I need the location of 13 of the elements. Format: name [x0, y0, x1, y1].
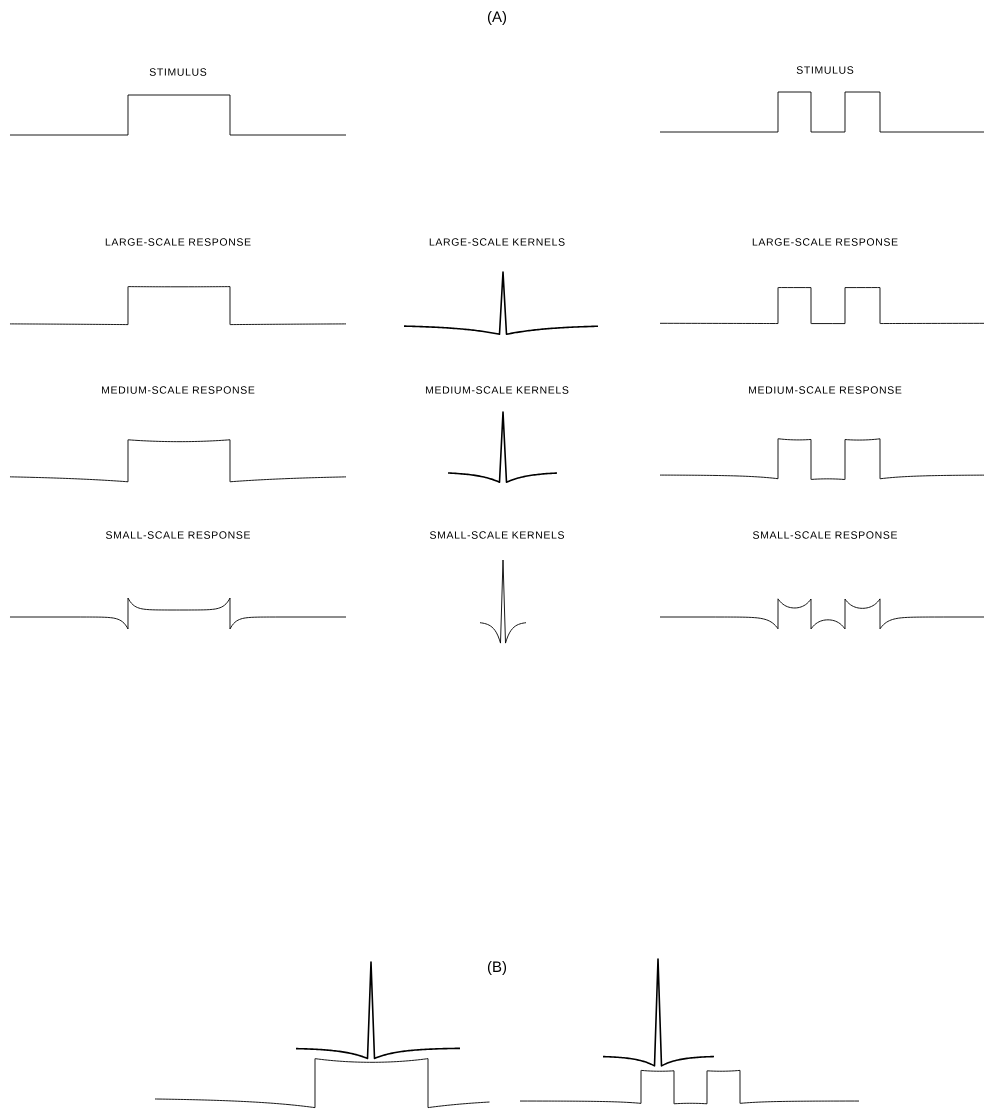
- waveform-label: STIMULUS: [148, 67, 208, 77]
- waveform-label: MEDIUM-SCALE RESPONSE: [747, 385, 903, 395]
- panel-label: (B): [487, 961, 507, 975]
- waveform-label: SMALL-SCALE RESPONSE: [751, 530, 899, 540]
- waveform-label: SMALL-SCALE RESPONSE: [104, 530, 252, 540]
- waveform-label: MEDIUM-SCALE KERNELS: [424, 385, 570, 395]
- waveform-label: MEDIUM-SCALE RESPONSE: [100, 385, 256, 395]
- waveform-label: LARGE-SCALE RESPONSE: [103, 237, 253, 247]
- waveform-label: LARGE-SCALE KERNELS: [427, 237, 567, 247]
- waveform-label: STIMULUS: [795, 65, 855, 75]
- waveform-label: SMALL-SCALE KERNELS: [428, 530, 566, 540]
- panel-label: (A): [487, 11, 507, 25]
- waveform-label: LARGE-SCALE RESPONSE: [750, 237, 900, 247]
